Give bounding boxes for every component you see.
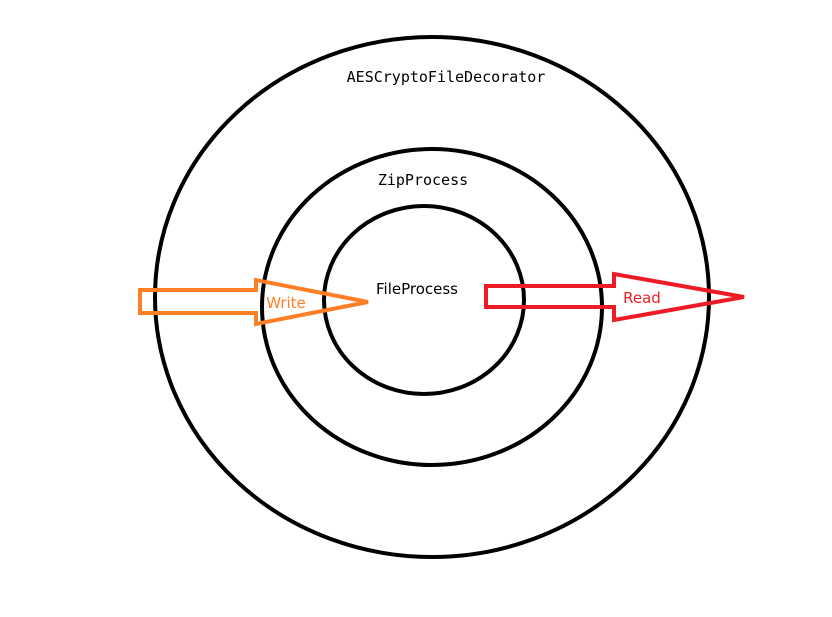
outer-layer-label: AESCryptoFileDecorator [347, 68, 546, 86]
inner-ring-fileprocess [322, 204, 526, 396]
read-arrow [484, 271, 745, 323]
write-arrow [138, 277, 369, 327]
write-arrow-label: Write [266, 294, 306, 312]
middle-layer-label: ZipProcess [378, 171, 468, 189]
read-arrow-label: Read [623, 289, 661, 307]
outer-ring-aescryptofiledecorator [153, 35, 711, 559]
inner-layer-label: FileProcess [376, 280, 458, 298]
